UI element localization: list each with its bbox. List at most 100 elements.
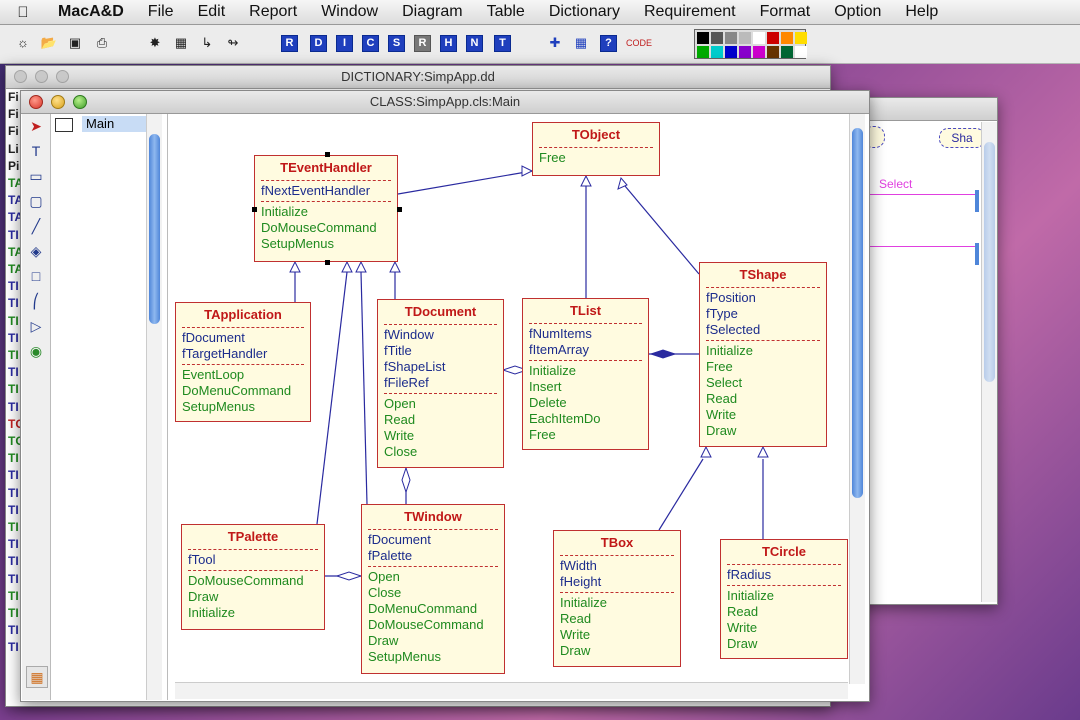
menu-app[interactable]: MacA&D: [58, 3, 124, 20]
dictionary-titlebar[interactable]: DICTIONARY:SimpApp.dd: [6, 66, 830, 89]
dictionary-entry[interactable]: Fi: [8, 90, 19, 104]
dictionary-entry[interactable]: TI: [8, 399, 19, 414]
report-i-button[interactable]: I: [336, 35, 353, 52]
report-t-button[interactable]: T: [494, 35, 511, 52]
dictionary-entry[interactable]: TI: [8, 451, 19, 466]
dictionary-entry[interactable]: TI: [8, 554, 19, 569]
report-n-button[interactable]: N: [466, 35, 483, 52]
dictionary-entry[interactable]: TI: [8, 502, 19, 517]
dictionary-entry[interactable]: TA: [8, 193, 24, 208]
selection-handle[interactable]: [252, 207, 257, 212]
dictionary-entry[interactable]: TA: [8, 262, 24, 276]
dictionary-entry[interactable]: Fi: [8, 107, 19, 122]
background-window-scrollbar[interactable]: [981, 122, 997, 602]
menu-report[interactable]: Report: [249, 3, 298, 20]
menu-file[interactable]: File: [147, 3, 174, 20]
report-c-button[interactable]: C: [362, 35, 379, 52]
zoom-icon[interactable]: [73, 95, 87, 109]
dictionary-entry[interactable]: TI: [8, 571, 19, 586]
line-tool-icon[interactable]: ╱: [31, 218, 41, 234]
dictionary-entry[interactable]: TI: [8, 588, 19, 603]
menu-window[interactable]: Window: [321, 3, 379, 20]
menu-format[interactable]: Format: [759, 3, 811, 20]
minimize-icon[interactable]: [35, 70, 48, 83]
report-r2-button[interactable]: R: [414, 35, 431, 52]
background-window-titlebar[interactable]: [851, 98, 997, 121]
close-icon[interactable]: [29, 95, 43, 109]
canvas-horizontal-scrollbar[interactable]: [175, 682, 848, 699]
class-box-tool-icon[interactable]: ▢: [29, 193, 43, 209]
dictionary-entry[interactable]: TI: [8, 623, 19, 638]
debug-bug-icon[interactable]: ✸: [149, 35, 161, 50]
new-document-icon[interactable]: ☼: [17, 35, 29, 50]
link-arrow-icon[interactable]: ↳: [201, 35, 213, 50]
zoom-icon[interactable]: [56, 70, 69, 83]
dictionary-entry[interactable]: TA: [8, 244, 24, 259]
dictionary-entry[interactable]: TI: [8, 640, 19, 655]
add-requirement-icon[interactable]: ✚: [549, 35, 561, 50]
close-icon[interactable]: [14, 70, 27, 83]
menu-diagram[interactable]: Diagram: [402, 3, 463, 20]
print-icon[interactable]: ⎙: [96, 35, 108, 50]
menu-help[interactable]: Help: [905, 3, 939, 20]
menu-option[interactable]: Option: [834, 3, 882, 20]
layout-icon[interactable]: ▦: [26, 666, 48, 688]
dictionary-entry[interactable]: TI: [8, 382, 19, 397]
text-tool-icon[interactable]: T: [31, 143, 41, 159]
dictionary-entry[interactable]: Li: [8, 141, 19, 156]
navigator-scrollbar[interactable]: [146, 114, 162, 700]
rounded-rect-tool-icon[interactable]: ▭: [29, 168, 43, 184]
inheritance-tool-icon[interactable]: ▷: [30, 318, 42, 334]
inheritance-line[interactable]: [316, 271, 348, 525]
inheritance-line[interactable]: [624, 185, 700, 275]
dictionary-entry[interactable]: TI: [8, 537, 19, 552]
dictionary-entry[interactable]: TI: [8, 520, 19, 534]
canvas-vertical-scrollbar[interactable]: [849, 114, 865, 684]
dictionary-entry[interactable]: TI: [8, 485, 19, 500]
minimize-icon[interactable]: [51, 95, 65, 109]
menu-requirement[interactable]: Requirement: [643, 3, 736, 20]
dictionary-entry[interactable]: TI: [8, 330, 19, 345]
code-pencil-icon[interactable]: CODE: [626, 38, 653, 48]
selection-handle[interactable]: [325, 152, 330, 157]
apple-menu-icon[interactable]: : [0, 4, 46, 21]
dictionary-entry[interactable]: Fi: [8, 124, 19, 139]
color-fill-tool-icon[interactable]: ◉: [29, 343, 43, 359]
menu-table[interactable]: Table: [486, 3, 525, 20]
dictionary-entry[interactable]: TI: [8, 606, 19, 620]
book-icon[interactable]: ▦: [574, 35, 588, 50]
selection-handle[interactable]: [325, 260, 330, 265]
dictionary-entry[interactable]: Pi: [8, 158, 20, 173]
dictionary-entry[interactable]: TI: [8, 348, 19, 362]
report-s-button[interactable]: S: [388, 35, 405, 52]
report-d-button[interactable]: D: [310, 35, 327, 52]
inheritance-line[interactable]: [397, 170, 533, 195]
inheritance-line[interactable]: [360, 271, 368, 505]
inheritance-line[interactable]: [658, 458, 704, 531]
aggregation-tool-icon[interactable]: ◈: [30, 243, 42, 259]
background-diagram-window[interactable]: Sha Select: [850, 97, 998, 605]
dictionary-entry[interactable]: TI: [8, 279, 19, 294]
report-h-button[interactable]: H: [440, 35, 457, 52]
menu-dictionary[interactable]: Dictionary: [548, 3, 620, 20]
selection-handle[interactable]: [397, 207, 402, 212]
dictionary-entry[interactable]: TA: [8, 176, 24, 190]
dictionary-entry[interactable]: TA: [8, 210, 24, 225]
select-arrow-icon[interactable]: ➤: [30, 118, 42, 134]
dictionary-entry[interactable]: TI: [8, 365, 19, 380]
dictionary-entry[interactable]: TI: [8, 468, 19, 483]
anchor-tool-icon[interactable]: ⎛: [32, 293, 40, 309]
dictionary-entry[interactable]: TI: [8, 296, 19, 311]
class-window-titlebar[interactable]: CLASS:SimpApp.cls:Main: [21, 91, 869, 114]
help-question-icon[interactable]: ?: [600, 35, 617, 52]
folder-icon[interactable]: [55, 118, 73, 132]
